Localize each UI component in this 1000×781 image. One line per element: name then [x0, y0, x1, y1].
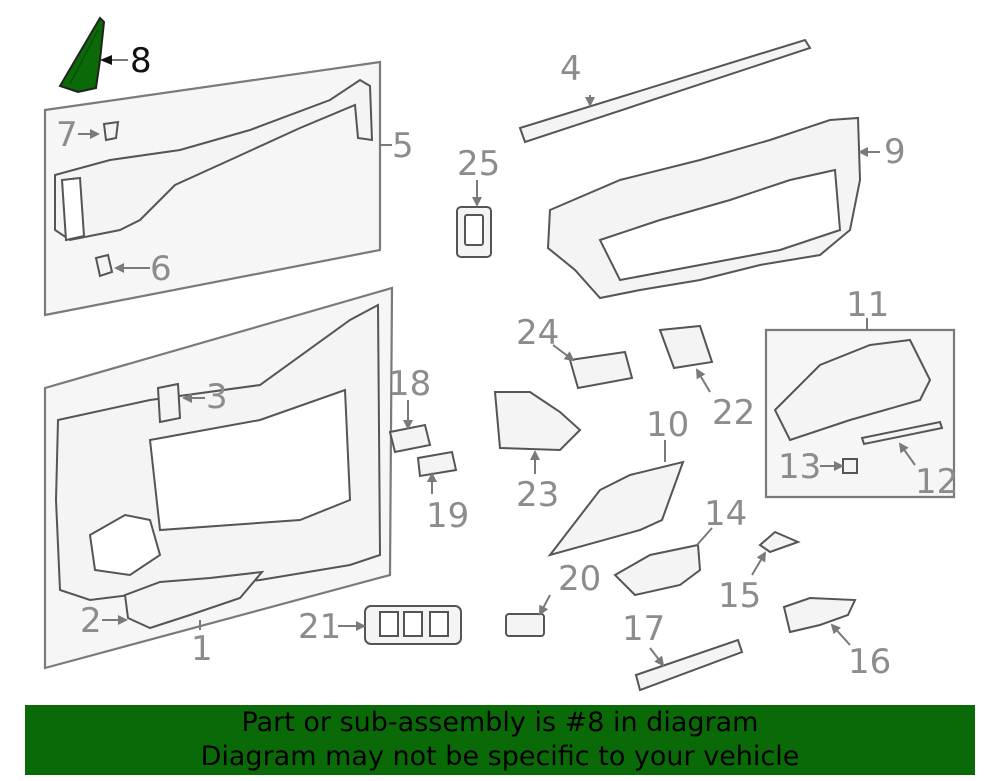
part-25-switch[interactable]: [456, 206, 492, 258]
callout-10: 10: [646, 405, 689, 445]
part-22-switch[interactable]: [658, 324, 714, 370]
part-23-seat-switch[interactable]: [493, 391, 582, 452]
callout-19: 19: [426, 496, 469, 536]
callout-5: 5: [392, 126, 414, 166]
part-11-armrest[interactable]: [773, 338, 932, 442]
part-21-window-switch[interactable]: [364, 605, 462, 645]
banner-line-1: Part or sub-assembly is #8 in diagram: [241, 707, 759, 738]
part-3-switch[interactable]: [156, 382, 182, 424]
part-17-strip[interactable]: [634, 638, 744, 692]
part-19-switch[interactable]: [416, 450, 458, 478]
part-18-switch[interactable]: [388, 423, 432, 454]
part-15-cover[interactable]: [758, 530, 801, 554]
callout-14: 14: [704, 494, 747, 534]
arrow-8: [100, 55, 112, 65]
callout-22: 22: [712, 393, 755, 433]
callout-24: 24: [516, 313, 559, 353]
info-banner: Part or sub-assembly is #8 in diagram Di…: [25, 705, 975, 775]
part-10-trim-plate[interactable]: [547, 460, 685, 557]
part-14-switch-panel[interactable]: [613, 543, 702, 597]
part-4-weatherstrip[interactable]: [518, 38, 812, 144]
callout-25: 25: [457, 144, 500, 184]
leader-lines: [78, 95, 916, 667]
part-16-handle[interactable]: [782, 596, 857, 634]
part-12-strip[interactable]: [860, 420, 944, 446]
callout-17: 17: [622, 609, 665, 649]
callout-9: 9: [884, 132, 906, 172]
part-20-switch[interactable]: [505, 613, 545, 637]
callout-18: 18: [388, 364, 431, 404]
callout-11: 11: [846, 285, 889, 325]
part-9-inner-frame[interactable]: [546, 116, 862, 300]
callout-4: 4: [560, 49, 582, 89]
callout-20: 20: [558, 559, 601, 599]
parts-diagram: 8 7 5 6 3 2 1 4 9 25 24 22 23 18 19 10 1…: [43, 16, 958, 692]
callout-12: 12: [915, 462, 958, 502]
callout-2: 2: [80, 601, 102, 641]
part-8-highlight[interactable]: [58, 16, 106, 94]
callout-3: 3: [206, 377, 228, 417]
callout-1: 1: [191, 629, 213, 669]
part-5-trim[interactable]: [54, 78, 374, 242]
part-2-pocket[interactable]: [123, 570, 265, 630]
callout-16: 16: [848, 642, 891, 682]
part-13-clip[interactable]: [842, 458, 858, 474]
part-1-door-panel[interactable]: [54, 303, 382, 602]
callout-6: 6: [150, 249, 172, 289]
callout-labels: 8 7 5 6 3 2 1 4 9 25 24 22 23 18 19 10 1…: [56, 41, 958, 682]
callout-8: 8: [130, 41, 152, 81]
callout-23: 23: [516, 475, 559, 515]
callout-15: 15: [718, 576, 761, 616]
callout-7: 7: [56, 115, 78, 155]
callout-13: 13: [778, 447, 821, 487]
callout-21: 21: [298, 607, 341, 647]
part-7-clip[interactable]: [102, 120, 120, 142]
banner-line-2: Diagram may not be specific to your vehi…: [200, 741, 800, 772]
part-24-bezel[interactable]: [568, 350, 634, 390]
part-6-clip[interactable]: [94, 253, 114, 278]
